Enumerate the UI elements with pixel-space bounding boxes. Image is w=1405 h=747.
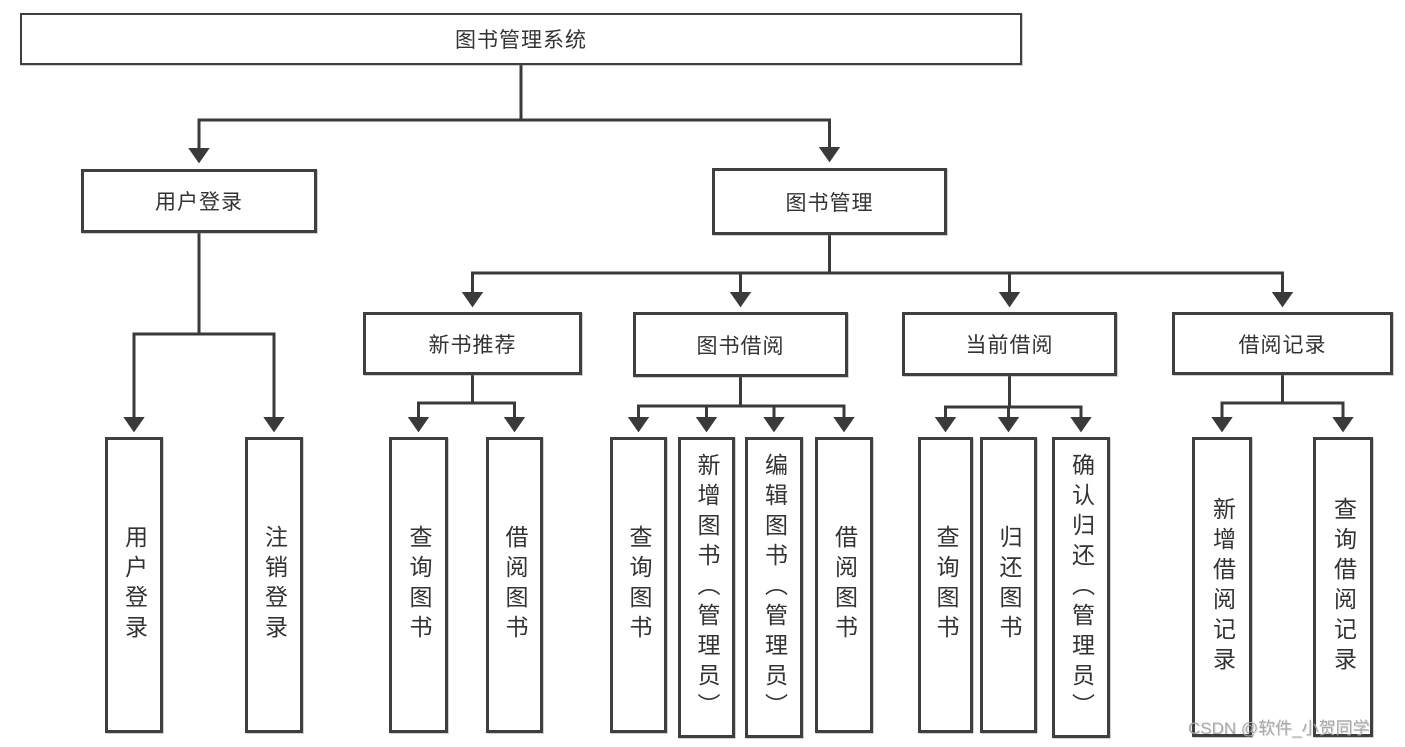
leaf-logout: 注销登录	[245, 437, 303, 733]
leaf-query-books-2: 查询图书	[610, 437, 667, 733]
node-new-book-recommend: 新书推荐	[363, 312, 582, 375]
leaf-borrow-books-1: 借阅图书	[486, 437, 543, 733]
node-label: 借阅记录	[1238, 333, 1327, 357]
node-label: 新书推荐	[428, 333, 517, 357]
leaf-borrow-books-2: 借阅图书	[815, 437, 873, 733]
connector-book-borrowing-stem	[637, 377, 846, 408]
leaf-label: 注销登录	[261, 525, 288, 645]
leaf-edit-books-admin: 编辑图书（管理员）	[745, 437, 803, 738]
node-label: 图书管理系统	[455, 29, 587, 52]
connector-book-management-stem	[471, 235, 1284, 275]
leaf-label: 查询图书	[406, 525, 432, 645]
leaf-label: 借阅图书	[831, 525, 858, 645]
connector-user-login-stem	[132, 233, 276, 336]
leaf-label: 确认归还（管理员）	[1068, 452, 1095, 723]
connector-root-stem	[197, 65, 831, 122]
leaf-label: 查询借阅记录	[1330, 497, 1357, 677]
connector-current-borrowing-stem	[944, 376, 1083, 409]
node-label: 图书管理	[785, 191, 874, 215]
node-user-login: 用户登录	[81, 169, 317, 233]
leaf-label: 用户登录	[121, 525, 148, 645]
connector-new-book-stem	[417, 375, 516, 405]
connector-borrowing-records-stem	[1220, 375, 1345, 405]
node-library-management-system: 图书管理系统	[20, 13, 1022, 65]
leaf-add-books-admin: 新增图书（管理员）	[678, 437, 735, 738]
leaf-label: 编辑图书（管理员）	[761, 452, 788, 723]
leaf-query-books-3: 查询图书	[918, 437, 973, 733]
leaf-query-books-1: 查询图书	[389, 437, 448, 733]
node-book-borrowing: 图书借阅	[633, 312, 848, 377]
leaf-add-borrow-record: 新增借阅记录	[1192, 437, 1252, 737]
node-current-borrowing: 当前借阅	[902, 312, 1117, 376]
leaf-label: 查询图书	[626, 525, 652, 645]
node-label: 当前借阅	[965, 334, 1054, 357]
node-borrowing-records: 借阅记录	[1172, 312, 1393, 375]
leaf-label: 查询图书	[933, 525, 959, 645]
leaf-confirm-return-admin: 确认归还（管理员）	[1052, 437, 1110, 738]
leaf-user-login: 用户登录	[105, 437, 163, 733]
node-label: 用户登录	[155, 191, 243, 214]
leaf-label: 新增借阅记录	[1209, 497, 1236, 677]
leaf-label: 借阅图书	[502, 525, 528, 645]
node-book-management: 图书管理	[712, 168, 947, 235]
leaf-label: 新增图书（管理员）	[694, 452, 720, 723]
leaf-query-borrow-record: 查询借阅记录	[1313, 437, 1373, 737]
leaf-label: 归还图书	[996, 525, 1022, 645]
watermark: CSDN @软件_小贺同学	[1188, 719, 1370, 738]
node-label: 图书借阅	[696, 334, 785, 358]
leaf-return-books: 归还图书	[980, 437, 1037, 733]
